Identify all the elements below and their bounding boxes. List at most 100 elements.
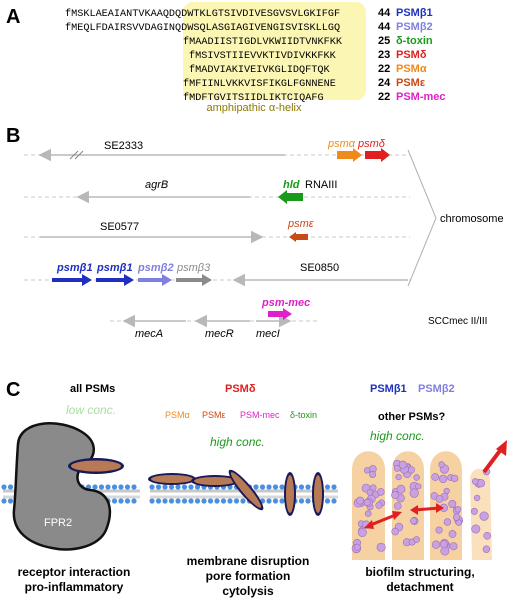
biofilm-cell — [431, 540, 441, 549]
header-psmb1: PSMβ1 — [370, 383, 407, 395]
header-other-psms: other PSMs? — [378, 411, 446, 423]
seq-psmb2: fMEQLFDAIRSVVDAGINQDWSQLASGIAGIVENGISVIS… — [65, 22, 340, 34]
push-arrowhead-1a — [364, 520, 374, 529]
panel-c: C all PSMs low conc. PSMδ PSMα PSMε PSM-… — [1, 379, 507, 598]
biofilm-cell — [482, 545, 491, 553]
lipid-head — [298, 498, 305, 504]
lipid-head — [149, 484, 155, 490]
header-psmd: PSMδ — [225, 383, 256, 395]
biofilm-cell — [407, 466, 415, 474]
lipid-head — [124, 484, 131, 490]
lipid-head — [188, 498, 194, 504]
biofilm-cell — [366, 489, 374, 496]
label-se0577: SE0577 — [100, 221, 139, 233]
biofilm-cell — [431, 473, 440, 481]
caption-mid-1: membrane disruption — [187, 554, 310, 568]
lipid-head — [194, 484, 201, 490]
caption-mid-3: cytolysis — [222, 584, 274, 598]
lipid-head — [175, 484, 181, 490]
lipid-head — [227, 498, 233, 504]
psm-helix-m5-core — [314, 475, 322, 513]
lipid-head — [298, 484, 305, 490]
lipid-head — [118, 498, 124, 504]
mid-dtoxin: δ-toxin — [290, 410, 317, 420]
name-psma: PSMα — [396, 63, 427, 75]
biofilm-cell — [369, 484, 377, 492]
seq-psmd: fMSIVSTIIEVVKTIVDIVKKFKK — [189, 50, 337, 62]
mid-psma: PSMα — [165, 410, 190, 420]
lipid-heads-mid-bottom — [149, 498, 337, 504]
psm-helices-middle — [148, 469, 324, 516]
push-arrow-2 — [413, 506, 441, 512]
gene-psmd — [365, 148, 390, 162]
label-psmd: psmδ — [357, 138, 386, 150]
label-psmb1-b: psmβ1 — [96, 262, 133, 274]
lipid-head — [7, 498, 14, 504]
psm-helix-m4-core — [286, 475, 294, 513]
lipid-head — [240, 498, 246, 504]
lipid-head — [279, 484, 285, 490]
lipid-head — [324, 498, 331, 504]
label-psma: psmα — [327, 138, 356, 150]
len-psme: 24 — [378, 77, 391, 89]
name-dtoxin: δ-toxin — [396, 35, 433, 47]
lipid-head — [168, 484, 175, 490]
biofilm-cell — [443, 518, 452, 526]
psm-helix-bound-core — [71, 460, 121, 472]
biofilm-cell — [398, 460, 408, 469]
biofilm-cell — [448, 530, 457, 538]
lipid-head — [98, 484, 105, 490]
lipid-head — [266, 498, 272, 504]
biofilm-cell — [356, 496, 365, 505]
header-psmb2: PSMβ2 — [418, 383, 455, 395]
caption-right-1: biofilm structuring, — [365, 565, 474, 579]
low-conc-label: low conc. — [66, 403, 116, 417]
lipid-head — [162, 484, 168, 490]
mid-psme: PSMε — [202, 410, 226, 420]
biofilm-cell — [364, 510, 372, 517]
biofilm-cell — [470, 507, 478, 515]
biofilm-cell — [454, 506, 462, 513]
lipid-head — [324, 484, 331, 490]
biofilm-cell — [413, 474, 420, 481]
lipid-head — [155, 498, 162, 504]
caption-mid-2: pore formation — [206, 569, 291, 583]
chromosome-label: chromosome — [440, 213, 504, 225]
panel-b: B chromosome SE2333 psmα psmδ agrB hld R… — [6, 125, 504, 340]
biofilm-cell — [353, 543, 361, 551]
gene-psmb2 — [138, 274, 172, 286]
lipid-head — [111, 484, 118, 490]
lipid-head — [92, 484, 98, 490]
biofilm-cell — [413, 536, 420, 543]
len-dtoxin: 25 — [378, 35, 390, 47]
lipid-head — [279, 498, 285, 504]
biofilm-cell — [443, 487, 450, 495]
gene-psma — [337, 148, 362, 162]
lipid-head — [181, 484, 188, 490]
label-sccmec: SCCmec II/III — [428, 316, 487, 327]
biofilm-cell — [409, 488, 419, 498]
biofilm-cell — [369, 470, 377, 478]
lipid-head — [201, 498, 207, 504]
biofilm-cell — [395, 474, 402, 481]
fpr2-label: FPR2 — [44, 517, 72, 529]
seq-psmmec: fMDFTGVITSIIDLIKTCIQAFG — [183, 92, 324, 104]
seq-psma: fMADVIAKIVEIVKGLIDQFTQK — [189, 64, 330, 76]
label-rnaiii: RNAIII — [305, 179, 337, 191]
detach-arrow — [482, 446, 504, 474]
gene-hld — [278, 190, 303, 204]
lipid-head — [266, 484, 272, 490]
lipid-head — [181, 498, 188, 504]
lipid-head — [305, 498, 311, 504]
lipid-head — [1, 484, 7, 490]
label-psme: psmε — [287, 218, 314, 230]
header-all-psms: all PSMs — [70, 383, 115, 395]
mid-psmmec: PSM-mec — [240, 410, 280, 420]
len-psmmec: 22 — [378, 91, 390, 103]
biofilm-cell — [438, 474, 448, 484]
detach-arrowhead — [496, 440, 507, 456]
label-meci: mecI — [256, 328, 280, 340]
biofilm-cell — [471, 478, 479, 485]
biofilm-cell — [415, 483, 422, 490]
gene-psmmec — [268, 308, 292, 320]
